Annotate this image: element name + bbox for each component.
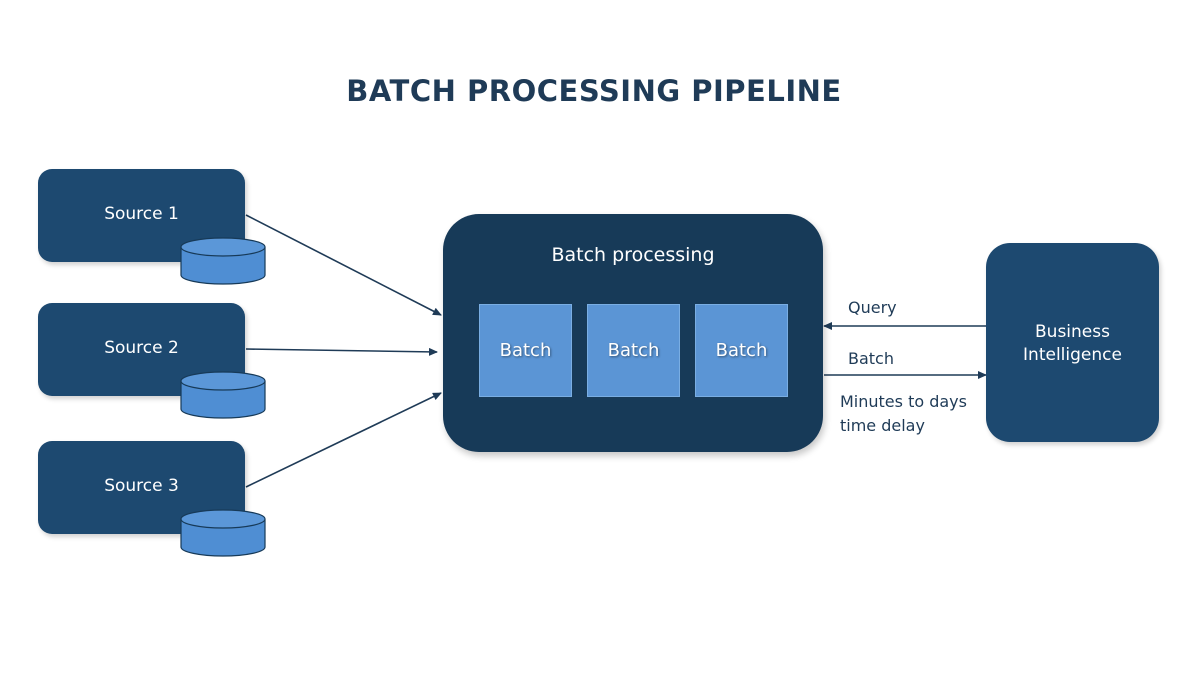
batch-processing-title: Batch processing — [551, 244, 715, 266]
source-3-to-processing-arrow — [245, 392, 442, 488]
business-intelligence-line-2: Intelligence — [1023, 345, 1122, 365]
source-2-label: Source 2 — [104, 338, 179, 358]
batch-block-3: Batch — [695, 304, 788, 397]
source-3-node: Source 3 — [38, 441, 266, 557]
delay-label: Minutes to days time delay — [840, 390, 967, 438]
batch-output-label: Batch — [848, 349, 894, 368]
source-1-label: Source 1 — [104, 204, 179, 224]
business-intelligence-node: Business Intelligence — [986, 243, 1159, 442]
source-1-to-processing-arrow — [245, 214, 442, 316]
batch-block-2: Batch — [587, 304, 680, 397]
diagram-title: BATCH PROCESSING PIPELINE — [346, 74, 842, 108]
business-intelligence-label: Business Intelligence — [986, 321, 1159, 367]
database-icon — [180, 371, 266, 419]
business-intelligence-line-1: Business — [1035, 322, 1110, 342]
query-label: Query — [848, 298, 897, 317]
source-3-label: Source 3 — [104, 476, 179, 496]
batch-block-1: Batch — [479, 304, 572, 397]
delay-label-line-1: Minutes to days — [840, 392, 967, 411]
source-1-node: Source 1 — [38, 169, 266, 285]
delay-label-line-2: time delay — [840, 416, 925, 435]
database-icon — [180, 509, 266, 557]
source-2-node: Source 2 — [38, 303, 266, 419]
source-2-to-processing-arrow — [245, 347, 438, 356]
batch-processing-node: Batch processing Batch Batch Batch — [443, 214, 823, 452]
database-icon — [180, 237, 266, 285]
